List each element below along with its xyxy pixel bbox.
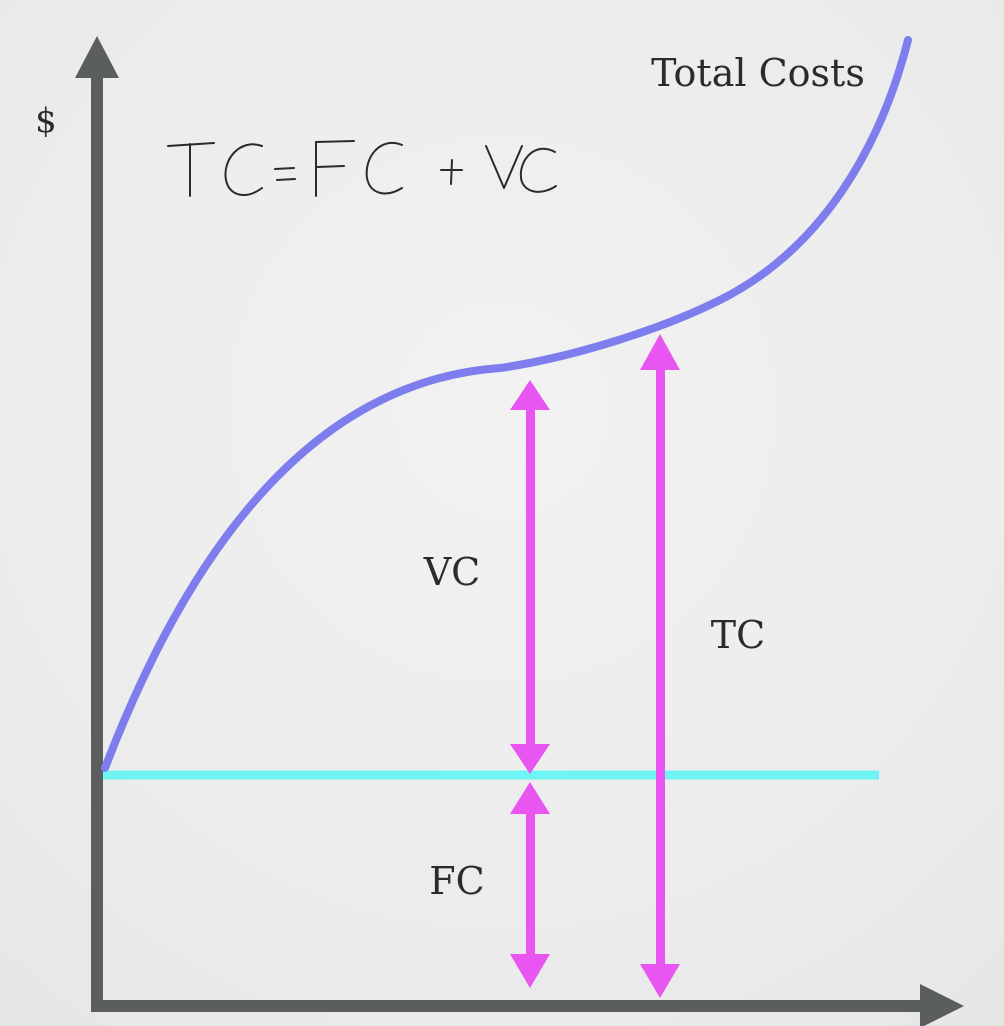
x-axis-arrowhead [920, 984, 964, 1026]
vc-label: VC [423, 550, 481, 594]
fc-arrow [510, 782, 550, 988]
tc-label: TC [711, 613, 765, 657]
y-axis-arrowhead [75, 36, 119, 78]
equation-handwriting [167, 140, 557, 197]
total-costs-label: Total Costs [651, 51, 865, 95]
tc-arrow [640, 334, 680, 998]
total-cost-curve [101, 36, 912, 772]
axes [75, 36, 964, 1026]
vc-arrow [510, 380, 550, 774]
fc-label: FC [429, 859, 484, 903]
y-axis-label: $ [35, 101, 57, 141]
